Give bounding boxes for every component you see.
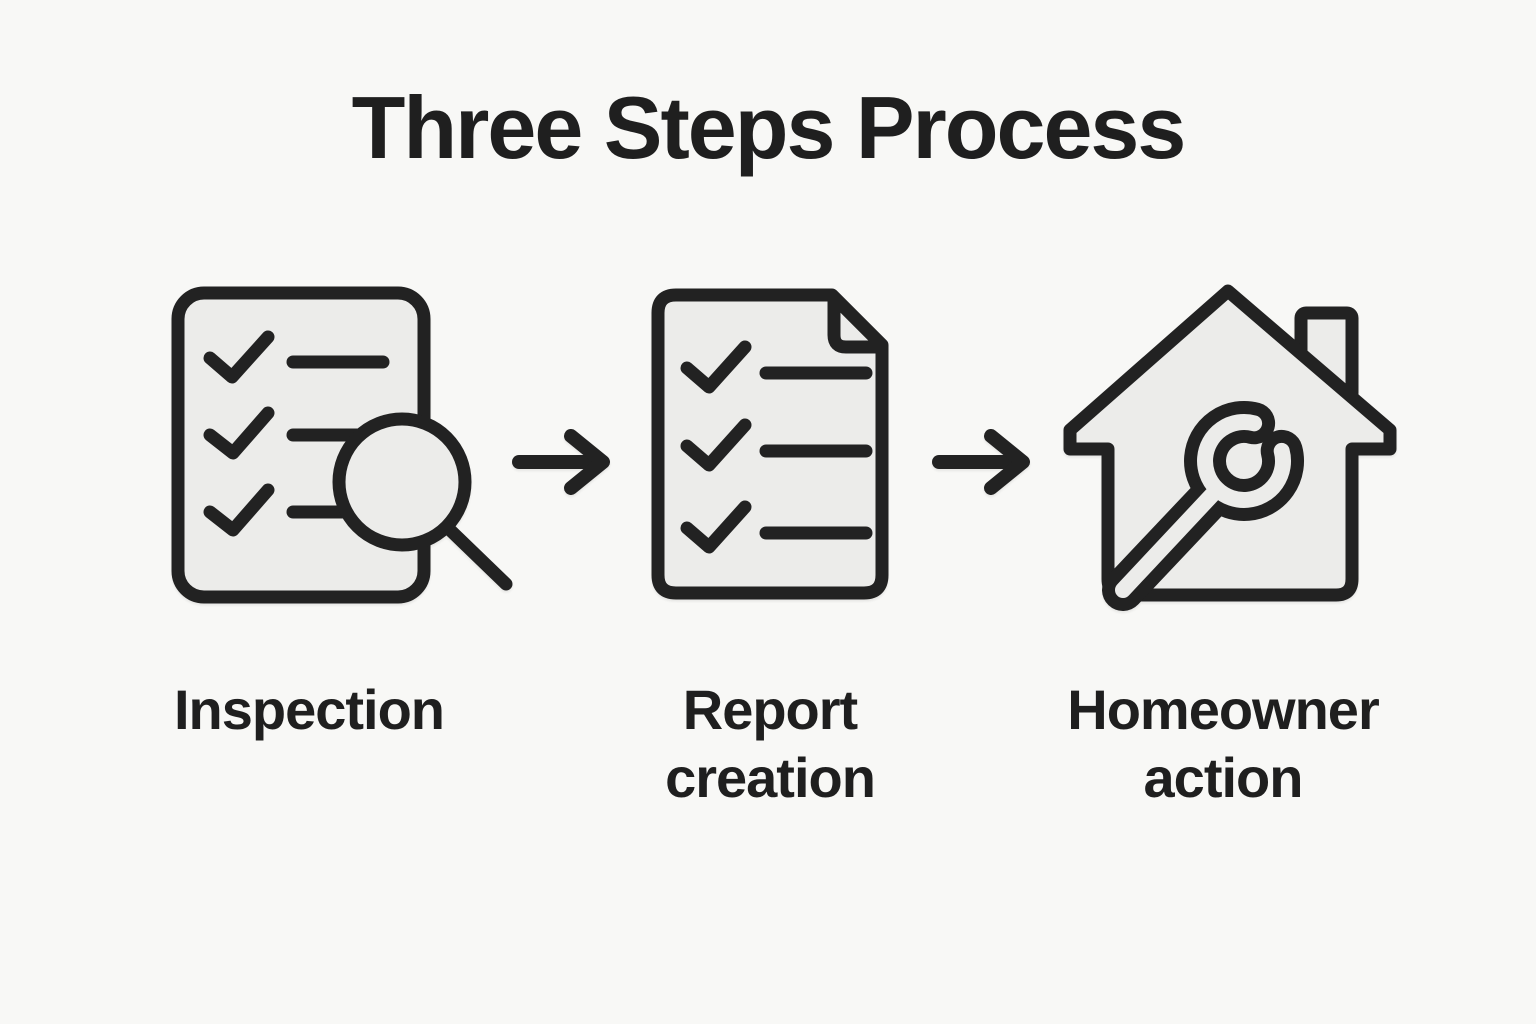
magnifier-handle	[441, 521, 513, 591]
folded-corner	[827, 292, 885, 354]
arrow-right-icon	[932, 429, 1030, 495]
step-label-homeowner-action: Homeowner action	[1067, 678, 1380, 810]
house-wrench-icon	[1063, 284, 1397, 611]
diagram-title: Three Steps Process	[351, 78, 1187, 177]
step-label-report-creation: Report creation	[665, 678, 876, 810]
magnifier-lens	[332, 412, 472, 552]
checklist-magnifier-icon	[171, 286, 513, 604]
step-label-inspection: Inspection	[173, 678, 445, 741]
arrow-right-icon	[512, 429, 610, 495]
report-document-icon	[651, 288, 889, 600]
wrench	[1102, 401, 1304, 611]
